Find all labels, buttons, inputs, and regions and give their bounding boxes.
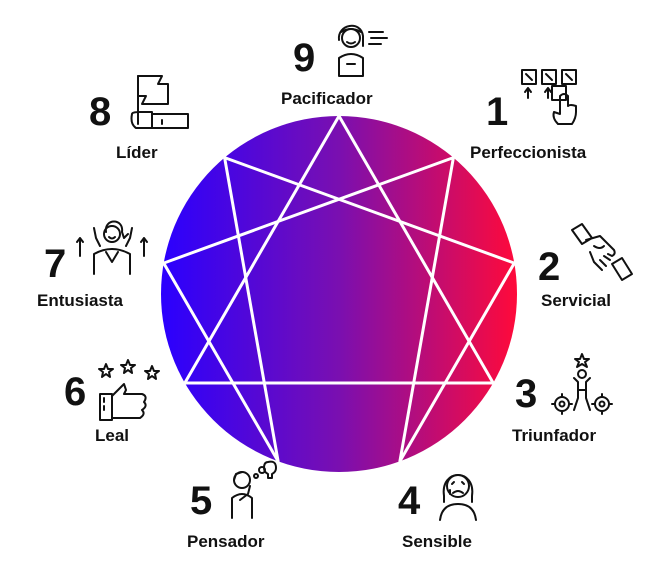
thinker-idea-icon bbox=[231, 460, 277, 519]
type-number-5: 5 bbox=[190, 479, 213, 523]
type-label-6: Leal bbox=[95, 426, 130, 445]
type-number-1: 1 bbox=[486, 90, 509, 134]
enneagram-circle bbox=[161, 116, 517, 472]
type-label-2: Servicial bbox=[541, 291, 611, 310]
type-number-3: 3 bbox=[515, 372, 538, 416]
winner-gears-icon bbox=[551, 353, 613, 415]
type-number-8: 8 bbox=[89, 90, 112, 134]
calm-woman-icon bbox=[337, 25, 388, 77]
enneagram-hexad bbox=[162, 156, 516, 463]
checklist-pointer-icon bbox=[521, 69, 577, 125]
enneagram-triangle bbox=[183, 114, 495, 385]
type-label-1: Perfeccionista bbox=[470, 143, 587, 162]
type-number-4: 4 bbox=[398, 479, 421, 523]
type-number-9: 9 bbox=[293, 36, 316, 80]
type-label-8: Líder bbox=[116, 143, 158, 162]
type-number-6: 6 bbox=[64, 370, 87, 414]
type-label-3: Triunfador bbox=[512, 426, 597, 445]
flag-hand-icon bbox=[130, 75, 189, 129]
type-label-4: Sensible bbox=[402, 532, 472, 551]
type-number-7: 7 bbox=[44, 242, 67, 286]
handshake-icon bbox=[571, 223, 633, 281]
thumbs-up-stars-icon bbox=[98, 359, 160, 421]
type-label-7: Entusiasta bbox=[37, 291, 123, 310]
sad-woman-icon bbox=[439, 474, 477, 521]
cheerful-woman-icon bbox=[76, 220, 148, 275]
type-number-2: 2 bbox=[538, 245, 561, 289]
type-label-9: Pacificador bbox=[281, 89, 373, 108]
type-label-5: Pensador bbox=[187, 532, 265, 551]
